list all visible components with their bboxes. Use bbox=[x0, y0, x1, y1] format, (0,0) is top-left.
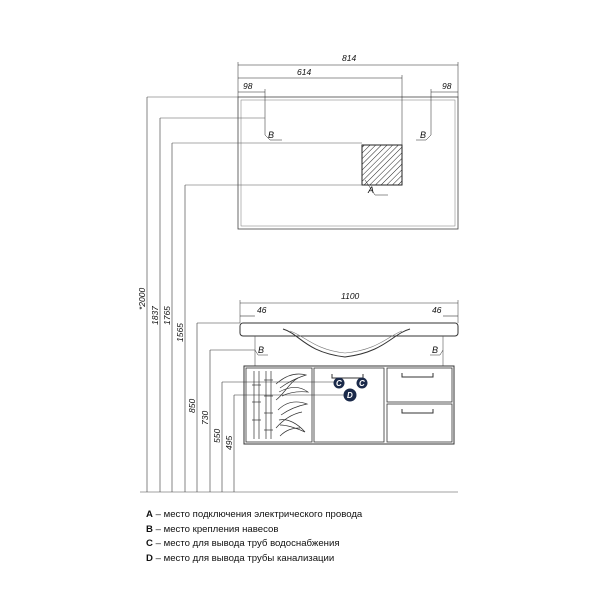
top-label-b-right: B bbox=[420, 130, 426, 140]
legend-item-c: C – место для вывода труб водоснабжения bbox=[146, 537, 362, 552]
top-label-b-left: B bbox=[268, 130, 274, 140]
legend-text: – место для вывода трубы канализации bbox=[152, 552, 335, 564]
drain-marker: D bbox=[343, 388, 357, 402]
drawer-top-handle bbox=[401, 373, 434, 378]
top-offset-left: 98 bbox=[243, 81, 253, 91]
top-width-total: 814 bbox=[342, 53, 356, 63]
legend-item-b: B – место крепления навесов bbox=[146, 523, 362, 538]
legend-text: – место для вывода труб водоснабжения bbox=[152, 538, 340, 550]
drawer-bottom bbox=[386, 403, 453, 443]
front-offset-right: 46 bbox=[432, 305, 442, 315]
legend-key: B bbox=[146, 523, 153, 535]
vdim-495: 495 bbox=[224, 436, 234, 450]
front-view bbox=[239, 300, 459, 445]
vertical-dimension-lines bbox=[140, 97, 458, 493]
legend-text: – место крепления навесов bbox=[152, 523, 279, 535]
bamboo-decoration bbox=[252, 371, 310, 439]
svg-text:C: C bbox=[336, 379, 342, 388]
wall-panel-outline bbox=[237, 96, 459, 230]
sink-bowl-inner bbox=[289, 330, 403, 354]
legend: A – место подключения электрического про… bbox=[146, 508, 362, 566]
water-supply-right-marker: C bbox=[356, 377, 368, 389]
cabinet-body bbox=[243, 365, 455, 445]
top-width-inner: 614 bbox=[297, 67, 311, 77]
top-view bbox=[147, 62, 459, 230]
legend-key: A bbox=[146, 509, 153, 520]
electrical-connection-area bbox=[361, 144, 403, 186]
legend-item-a: A – место подключения электрического про… bbox=[146, 508, 362, 523]
top-label-a: A bbox=[367, 185, 374, 195]
legend-key: D bbox=[146, 552, 153, 564]
vdim-2000: *2000 bbox=[137, 288, 147, 310]
legend-item-d: D – место для вывода трубы канализации bbox=[146, 552, 362, 567]
vdim-550: 550 bbox=[212, 429, 222, 443]
countertop bbox=[239, 322, 459, 337]
sink-bowl bbox=[282, 328, 411, 358]
drawer-top bbox=[386, 367, 453, 403]
top-offset-right: 98 bbox=[442, 81, 452, 91]
svg-text:C: C bbox=[359, 379, 365, 388]
water-supply-left-marker: C bbox=[333, 377, 345, 389]
center-door bbox=[313, 367, 385, 443]
front-width-total: 1100 bbox=[341, 291, 360, 301]
vdim-850: 850 bbox=[187, 399, 197, 413]
front-label-b-right: B bbox=[432, 345, 438, 355]
legend-key: C bbox=[146, 538, 153, 550]
vdim-1765: 1765 bbox=[162, 306, 172, 325]
wall-panel-inner bbox=[240, 99, 456, 227]
front-label-b-left: B bbox=[258, 345, 264, 355]
vdim-1565: 1565 bbox=[175, 323, 185, 342]
legend-text: – место подключения электрического прово… bbox=[152, 509, 363, 520]
front-offset-left: 46 bbox=[257, 305, 267, 315]
vdim-730: 730 bbox=[200, 411, 210, 425]
center-door-handle bbox=[331, 374, 364, 379]
drawer-bottom-handle bbox=[401, 409, 434, 414]
svg-text:D: D bbox=[347, 391, 353, 400]
left-door bbox=[245, 367, 313, 443]
vdim-1837: 1837 bbox=[150, 306, 160, 325]
